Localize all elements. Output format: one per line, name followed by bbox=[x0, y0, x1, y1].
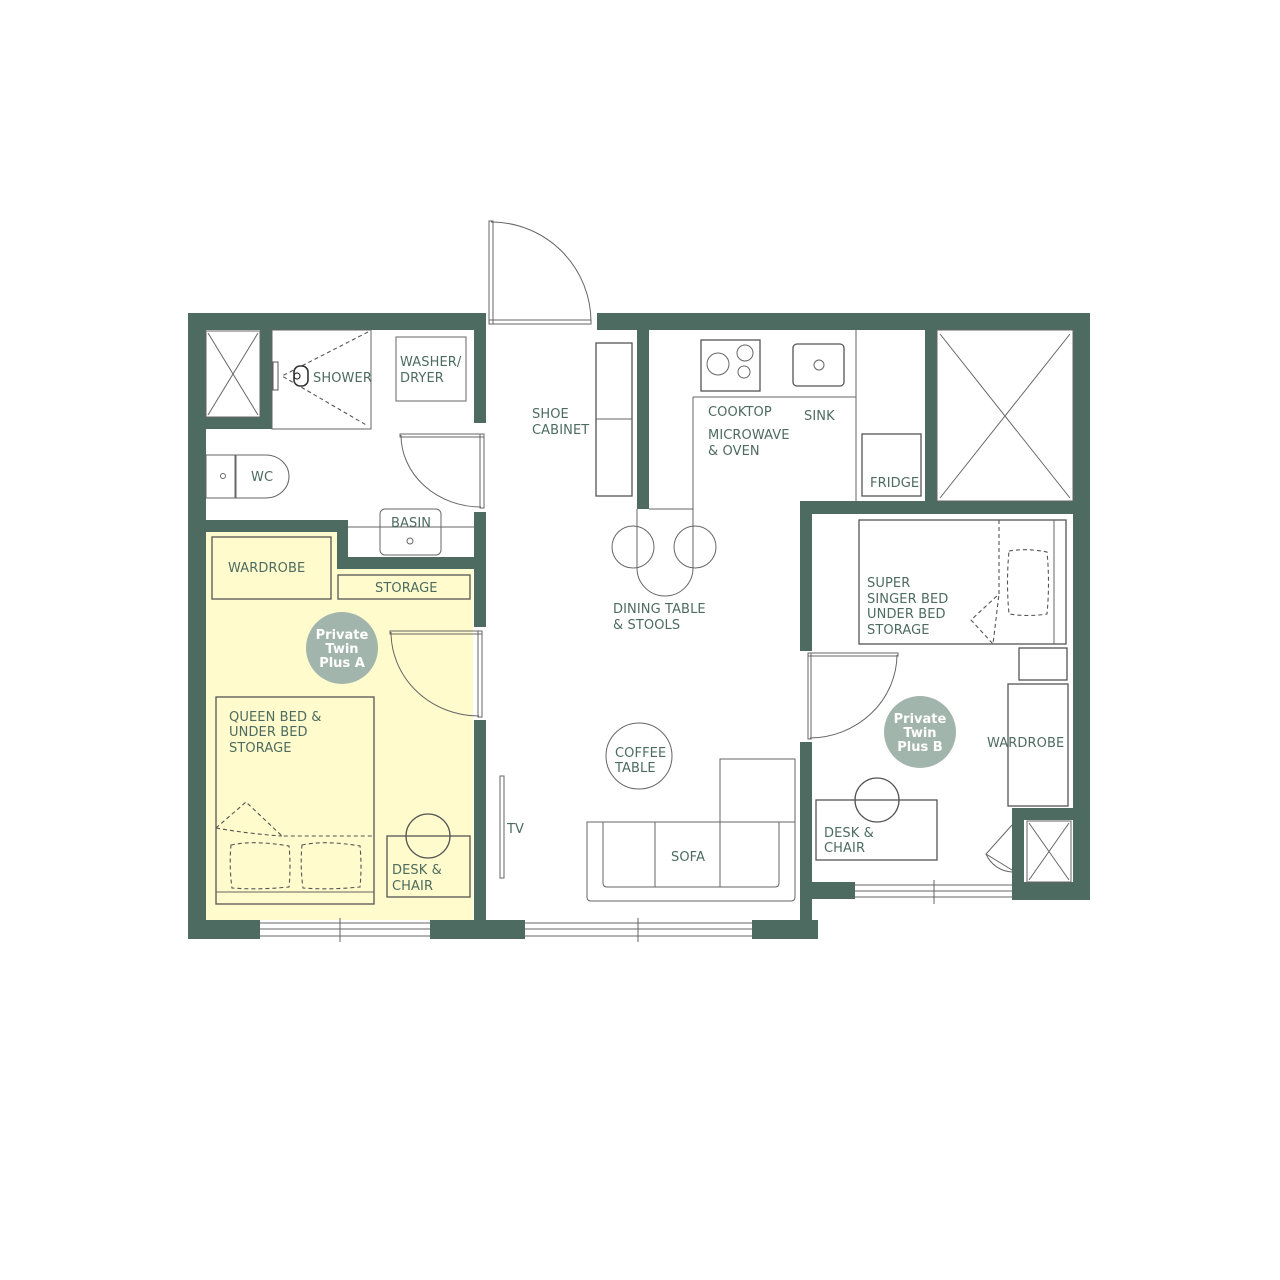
dining-label-1: DINING TABLE bbox=[613, 602, 706, 617]
washer-label-1: WASHER/ bbox=[400, 355, 462, 370]
wc bbox=[205, 454, 290, 499]
nightstand-b bbox=[1018, 647, 1068, 681]
storage-box-large-x bbox=[936, 329, 1074, 502]
room-a-badge: Private Twin Plus A bbox=[306, 612, 378, 684]
desk-chair-b bbox=[815, 777, 938, 861]
bathroom-door bbox=[399, 433, 485, 509]
basin-label: BASIN bbox=[391, 516, 431, 531]
fridge-label: FRIDGE bbox=[870, 476, 919, 491]
wardrobe-a-label: WARDROBE bbox=[228, 561, 305, 576]
queen-bed bbox=[215, 696, 375, 905]
dining-table bbox=[611, 509, 717, 597]
store-b-door bbox=[985, 824, 1013, 873]
shower-label: SHOWER bbox=[313, 371, 372, 386]
labels: SHOWER WASHER/ DRYER WC BASIN WARDROBE S… bbox=[228, 355, 1064, 894]
wc-label: WC bbox=[251, 470, 273, 485]
svg-text:Twin: Twin bbox=[325, 642, 358, 657]
shoe-cabinet-label-1: SHOE bbox=[532, 407, 569, 422]
windows bbox=[260, 880, 1012, 942]
sink-label: SINK bbox=[804, 409, 835, 424]
room-b-door bbox=[807, 652, 899, 740]
super-singer-label-3: UNDER BED bbox=[867, 607, 946, 622]
desk-chair-a bbox=[386, 813, 471, 898]
wardrobe-b bbox=[1007, 683, 1069, 807]
queen-bed-label-2: UNDER BED bbox=[229, 725, 308, 740]
svg-text:Twin: Twin bbox=[903, 726, 936, 741]
sofa bbox=[586, 758, 796, 902]
desk-b-label-2: CHAIR bbox=[824, 841, 865, 856]
cooktop bbox=[700, 339, 761, 392]
microwave-label-2: & OVEN bbox=[708, 444, 760, 459]
shower bbox=[271, 329, 372, 430]
coffee-table bbox=[605, 722, 673, 790]
dining-label-2: & STOOLS bbox=[613, 618, 680, 633]
storage-box-x bbox=[205, 330, 261, 418]
wardrobe-a bbox=[211, 536, 332, 600]
wardrobe-b-label: WARDROBE bbox=[987, 736, 1064, 751]
super-singer-label-4: STORAGE bbox=[867, 623, 930, 638]
cooktop-label: COOKTOP bbox=[708, 405, 772, 420]
storage-a bbox=[337, 574, 471, 600]
svg-text:Plus A: Plus A bbox=[319, 656, 365, 671]
tv-label: TV bbox=[506, 822, 524, 837]
room-b-badge: Private Twin Plus B bbox=[884, 696, 956, 768]
svg-text:Plus B: Plus B bbox=[897, 740, 942, 755]
storage-label: STORAGE bbox=[375, 581, 438, 596]
entrance-door bbox=[488, 220, 592, 325]
queen-bed-label-3: STORAGE bbox=[229, 741, 292, 756]
room-a-door bbox=[389, 630, 483, 718]
basin bbox=[348, 508, 474, 556]
walls bbox=[188, 313, 1090, 939]
tv bbox=[499, 775, 505, 879]
kitchen-counter bbox=[637, 330, 857, 510]
super-singer-label-2: SINGER BED bbox=[867, 592, 948, 607]
svg-text:Private: Private bbox=[894, 712, 947, 727]
sink bbox=[792, 343, 845, 387]
queen-bed-label-1: QUEEN BED & bbox=[229, 710, 322, 725]
svg-text:Private: Private bbox=[316, 628, 369, 643]
storage-box-small-x bbox=[1026, 820, 1072, 883]
washer-label-2: DRYER bbox=[400, 371, 444, 386]
fridge bbox=[861, 433, 922, 497]
coffee-table-label-2: TABLE bbox=[614, 761, 656, 776]
microwave-label-1: MICROWAVE bbox=[708, 428, 790, 443]
shoe-cabinet-label-2: CABINET bbox=[532, 423, 589, 438]
sofa-label: SOFA bbox=[671, 850, 705, 865]
desk-b-label-1: DESK & bbox=[824, 826, 874, 841]
desk-a-label-2: CHAIR bbox=[392, 879, 433, 894]
super-singer-bed bbox=[858, 519, 1067, 646]
super-singer-label-1: SUPER bbox=[867, 576, 910, 591]
washer-dryer bbox=[395, 336, 467, 402]
coffee-table-label-1: COFFEE bbox=[615, 746, 666, 761]
desk-a-label-1: DESK & bbox=[392, 863, 442, 878]
shoe-cabinet bbox=[595, 342, 633, 497]
